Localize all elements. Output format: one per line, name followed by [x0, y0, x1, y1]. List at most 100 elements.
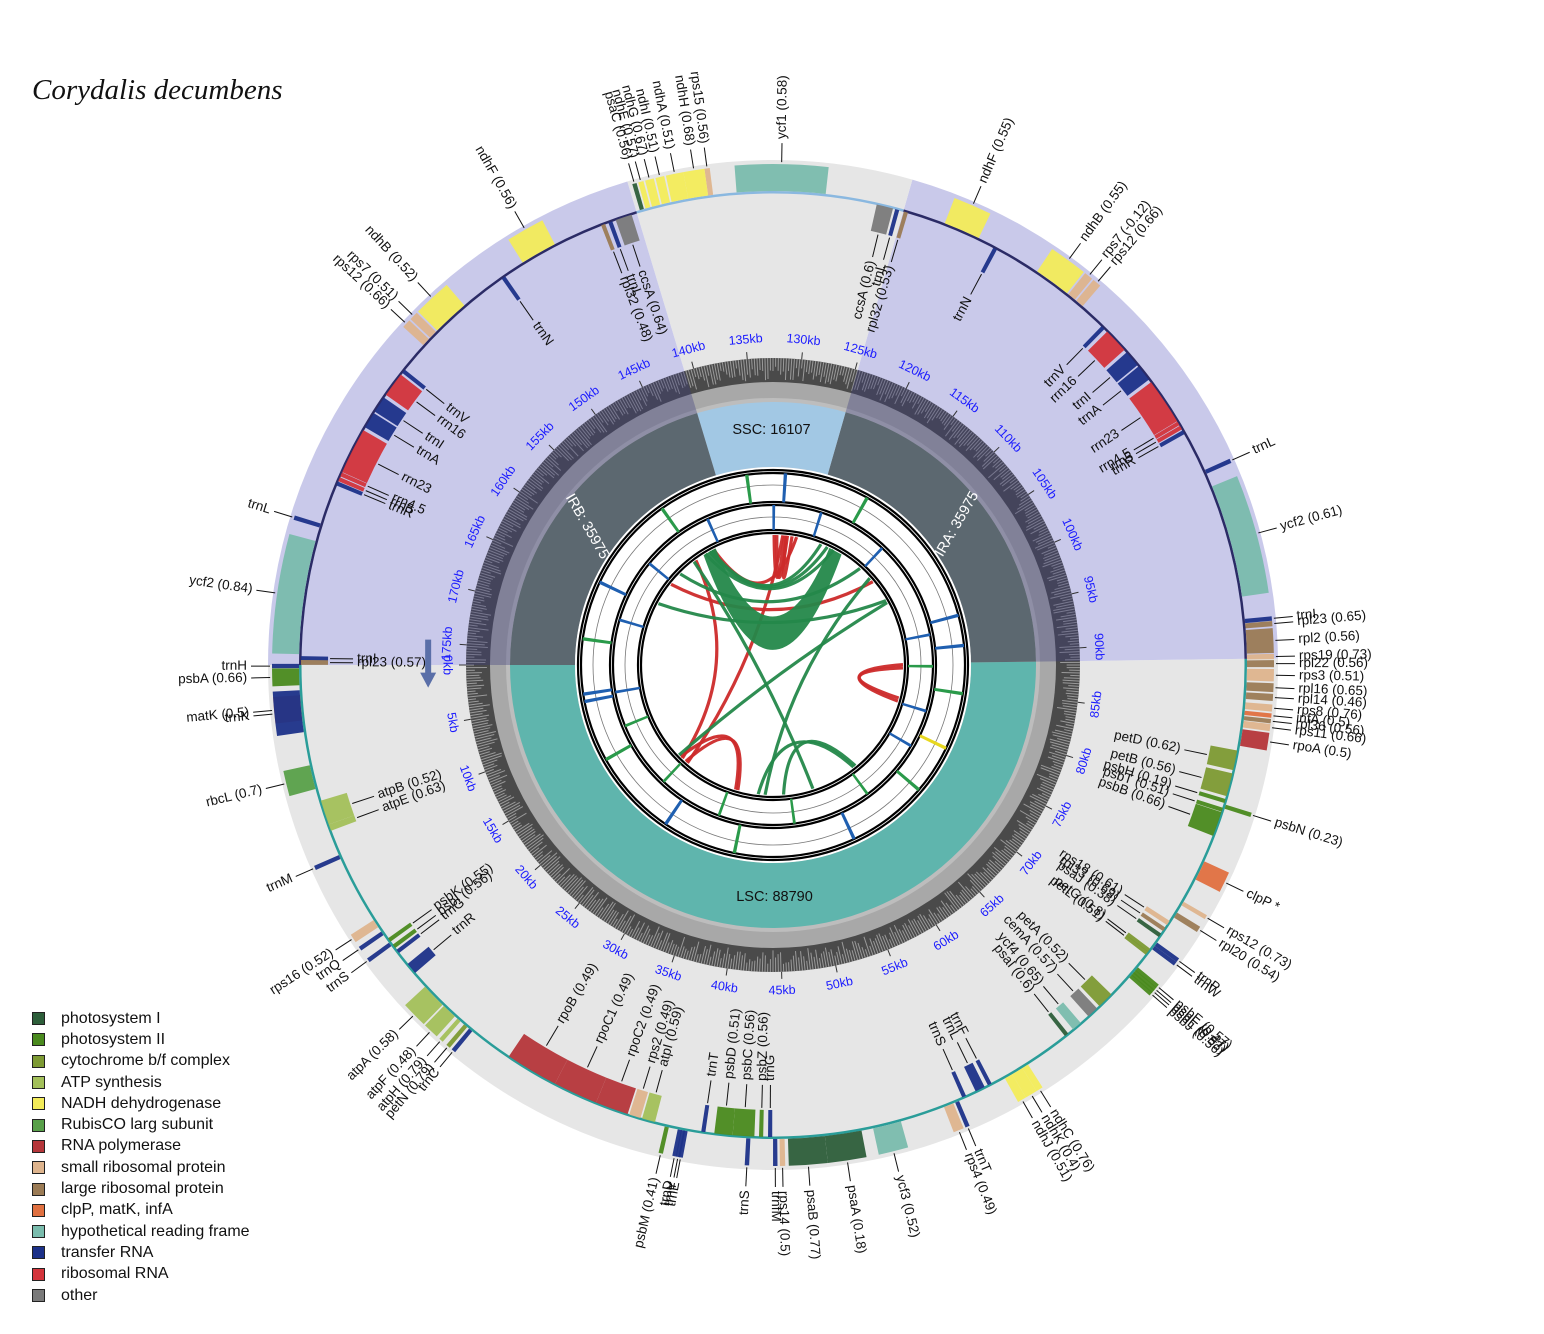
- gene-block: [678, 1130, 688, 1158]
- gene-block: [1154, 421, 1180, 439]
- repeat-track-ring: [579, 471, 967, 859]
- gene-label-leader: [745, 1167, 748, 1187]
- gene-label-leader: [703, 147, 708, 167]
- region-shade: [627, 160, 913, 378]
- tick-mark: [835, 965, 838, 973]
- gene-label-leader: [356, 809, 379, 819]
- gene-label: rbcL (0.7): [204, 781, 263, 809]
- gene-block: [655, 175, 671, 205]
- ir-overlay: [845, 369, 1080, 662]
- gene-block: [350, 920, 379, 943]
- kb-label: 0kb: [441, 655, 455, 675]
- gene-block: [403, 320, 429, 346]
- kb-label: 40kb: [710, 978, 739, 996]
- tick-mark: [1028, 490, 1035, 495]
- region-shade: [268, 181, 687, 665]
- gene-label: trnT: [703, 1051, 721, 1077]
- gene-label-leader: [253, 710, 273, 713]
- legend-swatch: [32, 1033, 45, 1047]
- tick-mark: [1016, 851, 1023, 857]
- gene-label-leader: [1107, 918, 1127, 934]
- gene-block: [1136, 918, 1162, 937]
- gene-block: [896, 211, 908, 239]
- repeat-marker: [648, 562, 670, 581]
- tick-mark: [534, 864, 541, 871]
- repeat-marker: [864, 547, 884, 568]
- gene-label-leader: [1043, 986, 1059, 1005]
- tick-mark: [468, 588, 476, 592]
- kb-label: 95kb: [1081, 575, 1101, 605]
- gene-label-leader: [690, 149, 695, 169]
- gene-block: [1131, 972, 1155, 993]
- legend-swatch: [32, 1161, 45, 1175]
- legend-item: photosystem I: [32, 1008, 250, 1029]
- gene-label-leader: [1179, 771, 1202, 778]
- gc-histogram: [466, 358, 1080, 972]
- repeat-marker: [745, 474, 753, 504]
- gene-block: [1076, 279, 1101, 307]
- legend-swatch: [32, 1289, 45, 1302]
- tick-mark: [801, 352, 803, 360]
- gene-label-leader: [1102, 390, 1122, 406]
- tick-mark: [854, 362, 858, 370]
- repeat-marker: [772, 505, 776, 531]
- gene-block: [1204, 458, 1232, 474]
- repeat-marker: [901, 702, 927, 713]
- legend-item: NADH dehydrogenase: [32, 1093, 250, 1114]
- gene-block: [439, 1018, 461, 1042]
- gene-label-leader: [669, 1158, 675, 1177]
- gene-label-leader: [417, 282, 432, 297]
- gene-label-leader: [1033, 993, 1049, 1013]
- gene-block: [1129, 382, 1178, 436]
- gene-block: [358, 931, 384, 951]
- gene-label-leader: [1184, 749, 1207, 755]
- region-label: SSC: 16107: [732, 422, 810, 438]
- repeat-track-ring: [576, 468, 970, 862]
- gene-label: rpl23 (0.57): [357, 654, 426, 669]
- gene-block: [870, 204, 894, 235]
- gene-block: [787, 1136, 828, 1166]
- gene-block: [336, 481, 363, 496]
- gene-label: psaB (0.77): [804, 1189, 824, 1260]
- repeat-marker: [888, 732, 912, 748]
- gene-label-leader: [965, 1037, 977, 1059]
- gene-block: [944, 1103, 964, 1133]
- repeat-marker: [582, 637, 612, 645]
- gene-label-leader: [1133, 437, 1154, 451]
- tick-mark: [463, 718, 471, 721]
- gene-label-leader: [398, 300, 413, 315]
- gene-block: [1087, 331, 1125, 368]
- legend-label: cytochrome b/f complex: [61, 1052, 230, 1070]
- gene-label-leader: [417, 914, 437, 930]
- gene-label-leader: [514, 211, 525, 229]
- gene-label: matK (0.5): [186, 704, 250, 725]
- gene-label-leader: [256, 589, 276, 594]
- gene-label-leader: [377, 463, 399, 475]
- gene-block: [1200, 767, 1233, 797]
- gene-block: [955, 1100, 970, 1128]
- gene-block: [779, 1138, 786, 1166]
- legend-item: large ribosomal protein: [32, 1178, 250, 1199]
- gene-label-leader: [365, 490, 388, 501]
- gene-label: psaA (0.18): [844, 1184, 869, 1255]
- repeat-marker: [582, 688, 613, 696]
- gene-block: [293, 515, 321, 528]
- tick-mark: [952, 410, 958, 417]
- gene-label-leader: [1158, 987, 1174, 1001]
- gene-block: [665, 172, 689, 202]
- gene-label: psbD (0.51): [721, 1008, 743, 1080]
- gene-label-leader: [1097, 266, 1111, 282]
- kb-label: 135kb: [728, 331, 763, 348]
- gene-label-leader: [398, 1015, 414, 1030]
- gene-block: [642, 1092, 662, 1123]
- gene-label-leader: [390, 308, 406, 323]
- gene-block: [1224, 804, 1252, 817]
- gene-block: [1240, 729, 1270, 751]
- gene-label-leader: [416, 401, 436, 416]
- gene-block: [758, 1109, 764, 1137]
- gene-label-leader: [942, 1048, 953, 1071]
- gene-block: [1245, 620, 1273, 629]
- gene-block: [714, 1106, 735, 1136]
- gene-label-leader: [426, 1041, 441, 1057]
- gene-block: [1187, 803, 1222, 836]
